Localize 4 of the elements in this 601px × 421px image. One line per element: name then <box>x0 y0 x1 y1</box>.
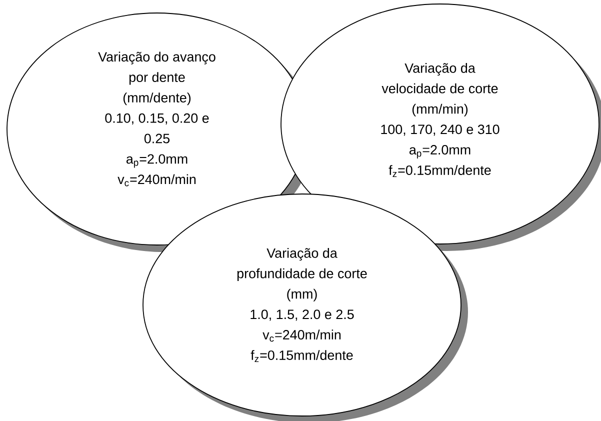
node-label: Variação da velocidade de corte (mm/min) <box>382 62 498 116</box>
node-label: f$_{z}$=0.15mm/dente <box>388 165 491 178</box>
node-label: a$_{p}$=2.0mm <box>409 145 470 159</box>
node-label: 100, 170, 240 e 310 <box>381 124 500 136</box>
